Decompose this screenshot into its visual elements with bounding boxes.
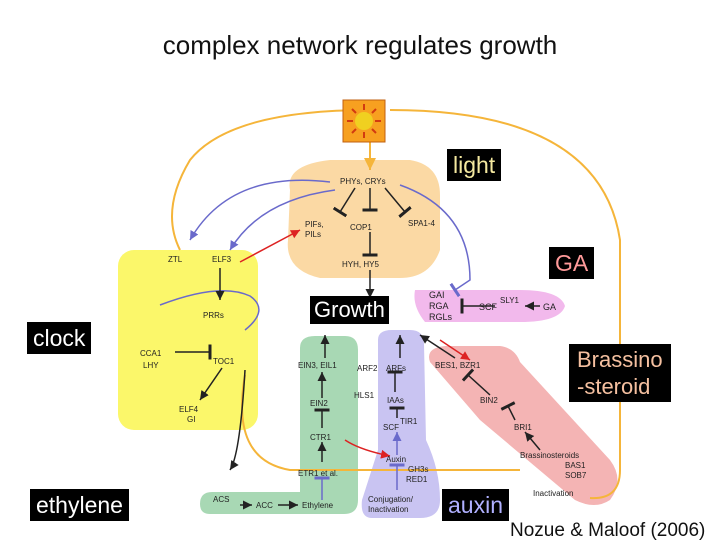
node-ethylene: Ethylene — [302, 501, 334, 510]
blue-toc1-loop — [159, 289, 260, 331]
node-lhy: LHY — [143, 361, 159, 370]
node-gh3s: GH3s — [408, 465, 428, 474]
node-auxin: Auxin — [386, 455, 406, 464]
arrow-ethylene-auxin — [344, 439, 391, 459]
node-tir1-sup: TIR1 — [400, 417, 418, 426]
blue-phys-elf3 — [229, 189, 336, 251]
node-scf-tir1: SCF — [383, 423, 399, 432]
node-rgls: RGLs — [429, 312, 453, 322]
node-ein2: EIN2 — [310, 399, 328, 408]
node-acs: ACS — [213, 495, 229, 504]
arrow-phys-pifs — [332, 187, 356, 218]
node-red1: RED1 — [406, 475, 428, 484]
node-bin2: BIN2 — [480, 396, 498, 405]
label-brassinosteroid-line1: Brassino — [577, 347, 663, 372]
orange-bottom — [241, 374, 520, 471]
node-elf3: ELF3 — [212, 255, 232, 264]
arrow-toc1-ethylene — [229, 369, 246, 471]
label-clock: clock — [27, 322, 92, 354]
node-inactivation-br: Inactivation — [533, 489, 573, 498]
node-brassinosteroids: Brassinosteroids — [520, 451, 579, 460]
arrow-elf3-red — [239, 229, 301, 263]
node-bri1: BRI1 — [514, 423, 532, 432]
node-elf4: ELF4 — [179, 405, 199, 414]
node-ein3: EIN3, EIL1 — [298, 361, 337, 370]
node-sly1-sup: SLY1 — [500, 296, 520, 305]
node-pifs: PIFs, — [305, 220, 324, 229]
node-rga: RGA — [429, 301, 449, 311]
clock-region — [118, 250, 258, 430]
node-gai: GAI — [429, 290, 445, 300]
node-iaas: IAAs — [387, 396, 404, 405]
arrow-red-ga-growth — [439, 339, 471, 361]
node-ga: GA — [543, 302, 556, 312]
citation: Nozue & Maloof (2006) — [510, 520, 706, 541]
node-conjugation: Conjugation/ — [368, 495, 414, 504]
node-acc: ACC — [256, 501, 273, 510]
node-hyh-hy5: HYH, HY5 — [342, 260, 379, 269]
node-phys-crys: PHYs, CRYs — [340, 177, 386, 186]
node-prrs: PRRs — [203, 311, 224, 320]
label-auxin: auxin — [442, 489, 509, 521]
node-arf2: ARF2 — [357, 364, 378, 373]
node-etr1: ETR1 et al. — [298, 469, 338, 478]
node-hls1: HLS1 — [354, 391, 375, 400]
blue-phys-hy5 — [399, 184, 471, 298]
node-bes1: BES1, BZR1 — [435, 361, 481, 370]
node-bas1: BAS1 — [565, 461, 586, 470]
arrow-bin2-bes1 — [461, 368, 491, 396]
arrow-bes1-growth — [419, 334, 456, 359]
orange-loop-outer — [171, 109, 371, 251]
brassino-region — [429, 346, 618, 505]
node-sob7: SOB7 — [565, 471, 587, 480]
label-brassinosteroid: Brassino -steroid — [569, 344, 671, 402]
blue-phys-ztl — [189, 179, 331, 241]
arrow-toc1-elf4 — [199, 367, 223, 401]
label-ethylene: ethylene — [30, 489, 129, 521]
arrow-br-bri1 — [524, 431, 541, 451]
node-pils: PILs — [305, 230, 321, 239]
arrow-bri1-bin2 — [500, 401, 516, 421]
node-ztl: ZTL — [168, 255, 183, 264]
node-cop1: COP1 — [350, 223, 372, 232]
node-cca1: CCA1 — [140, 349, 162, 358]
node-arfs: ARFs — [386, 364, 406, 373]
node-ctr1: CTR1 — [310, 433, 331, 442]
sun-icon — [342, 99, 386, 143]
arrow-phys-spa — [384, 187, 412, 218]
label-brassinosteroid-line2: -steroid — [577, 374, 651, 399]
node-inactivation: Inactivation — [368, 505, 408, 514]
slide-title: complex network regulates growth — [162, 30, 558, 60]
node-toc1: TOC1 — [213, 357, 235, 366]
node-scf-sly1: SCF — [479, 302, 498, 312]
node-spa: SPA1-4 — [408, 219, 436, 228]
node-gi: GI — [187, 415, 195, 424]
label-light: light — [447, 149, 502, 181]
orange-loop-right — [389, 109, 621, 500]
label-ga: GA — [549, 247, 595, 279]
label-growth: Growth — [310, 296, 389, 324]
light-region — [287, 160, 440, 278]
